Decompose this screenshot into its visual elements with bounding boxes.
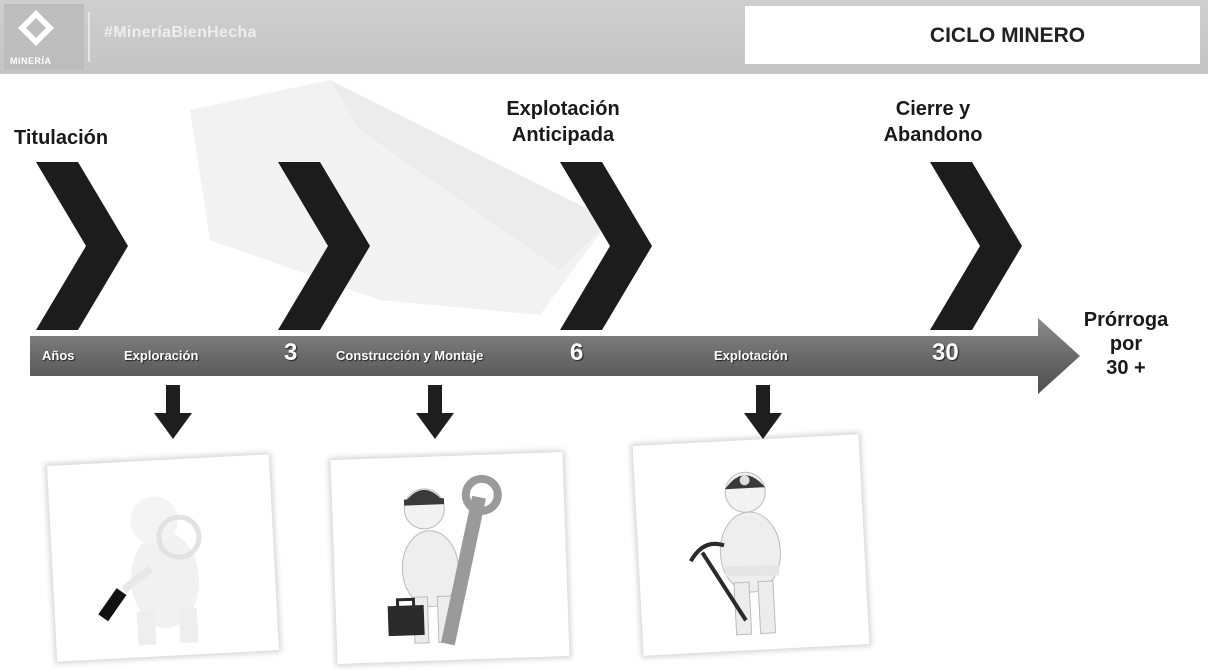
down-arrow-icon xyxy=(154,385,192,439)
timeline-arrow xyxy=(30,318,1080,394)
prorroga-line: 30 + xyxy=(1106,357,1146,379)
stage-label-line: Titulación xyxy=(14,127,109,149)
builder-wrench-icon xyxy=(387,474,502,646)
prorroga-line: Prórroga xyxy=(1083,309,1169,331)
page-title: CICLO MINERO xyxy=(929,24,1086,47)
stage-label-line: Anticipada xyxy=(511,124,615,146)
stage-label-line: Explotación xyxy=(506,98,620,120)
stage-label-explotacion-anticipada: Explotación Anticipada xyxy=(478,96,648,148)
chevron-right-icon xyxy=(560,162,652,330)
timeline-label-anios: Años xyxy=(42,348,75,363)
timeline-label-construccion: Construcción y Montaje xyxy=(336,348,484,363)
stage-label-titulacion: Titulación xyxy=(14,125,108,151)
chevron-right-icon xyxy=(930,162,1022,330)
background-shape xyxy=(190,80,610,315)
explorer-magnifier-icon xyxy=(98,496,202,646)
chevron-right-icon xyxy=(278,162,370,330)
stage-label-line: Cierre y xyxy=(895,98,971,120)
diamond-logo-icon xyxy=(18,10,54,46)
prorroga-line: por xyxy=(1109,333,1143,355)
logo-text: MINERÍA xyxy=(10,56,52,66)
figure-card-exploracion xyxy=(47,454,279,662)
header-bar: MINERÍA #MineríaBienHecha CICLO MINERO xyxy=(0,0,1208,74)
down-arrow-icon xyxy=(416,385,454,439)
timeline-year-6: 6 xyxy=(570,339,584,366)
timeline-year-3: 3 xyxy=(284,339,298,366)
prorroga-label: Prórroga por 30 + xyxy=(1076,308,1176,380)
timeline-label-explotacion: Explotación xyxy=(714,348,788,363)
timeline-year-30: 30 xyxy=(932,339,959,366)
chevron-right-icon xyxy=(36,162,128,330)
title-box: CICLO MINERO xyxy=(745,6,1200,64)
miner-pickaxe-icon xyxy=(689,471,781,636)
stage-label-line: Abandono xyxy=(883,124,983,146)
logo: MINERÍA xyxy=(4,4,84,70)
stage-label-cierre-abandono: Cierre y Abandono xyxy=(868,96,998,148)
figure-card-construccion xyxy=(330,452,570,664)
timeline-label-exploracion: Exploración xyxy=(124,348,199,363)
down-arrow-icon xyxy=(744,385,782,439)
header-divider xyxy=(88,12,90,62)
figure-card-explotacion xyxy=(632,434,870,656)
hashtag-text: #MineríaBienHecha xyxy=(104,24,257,41)
